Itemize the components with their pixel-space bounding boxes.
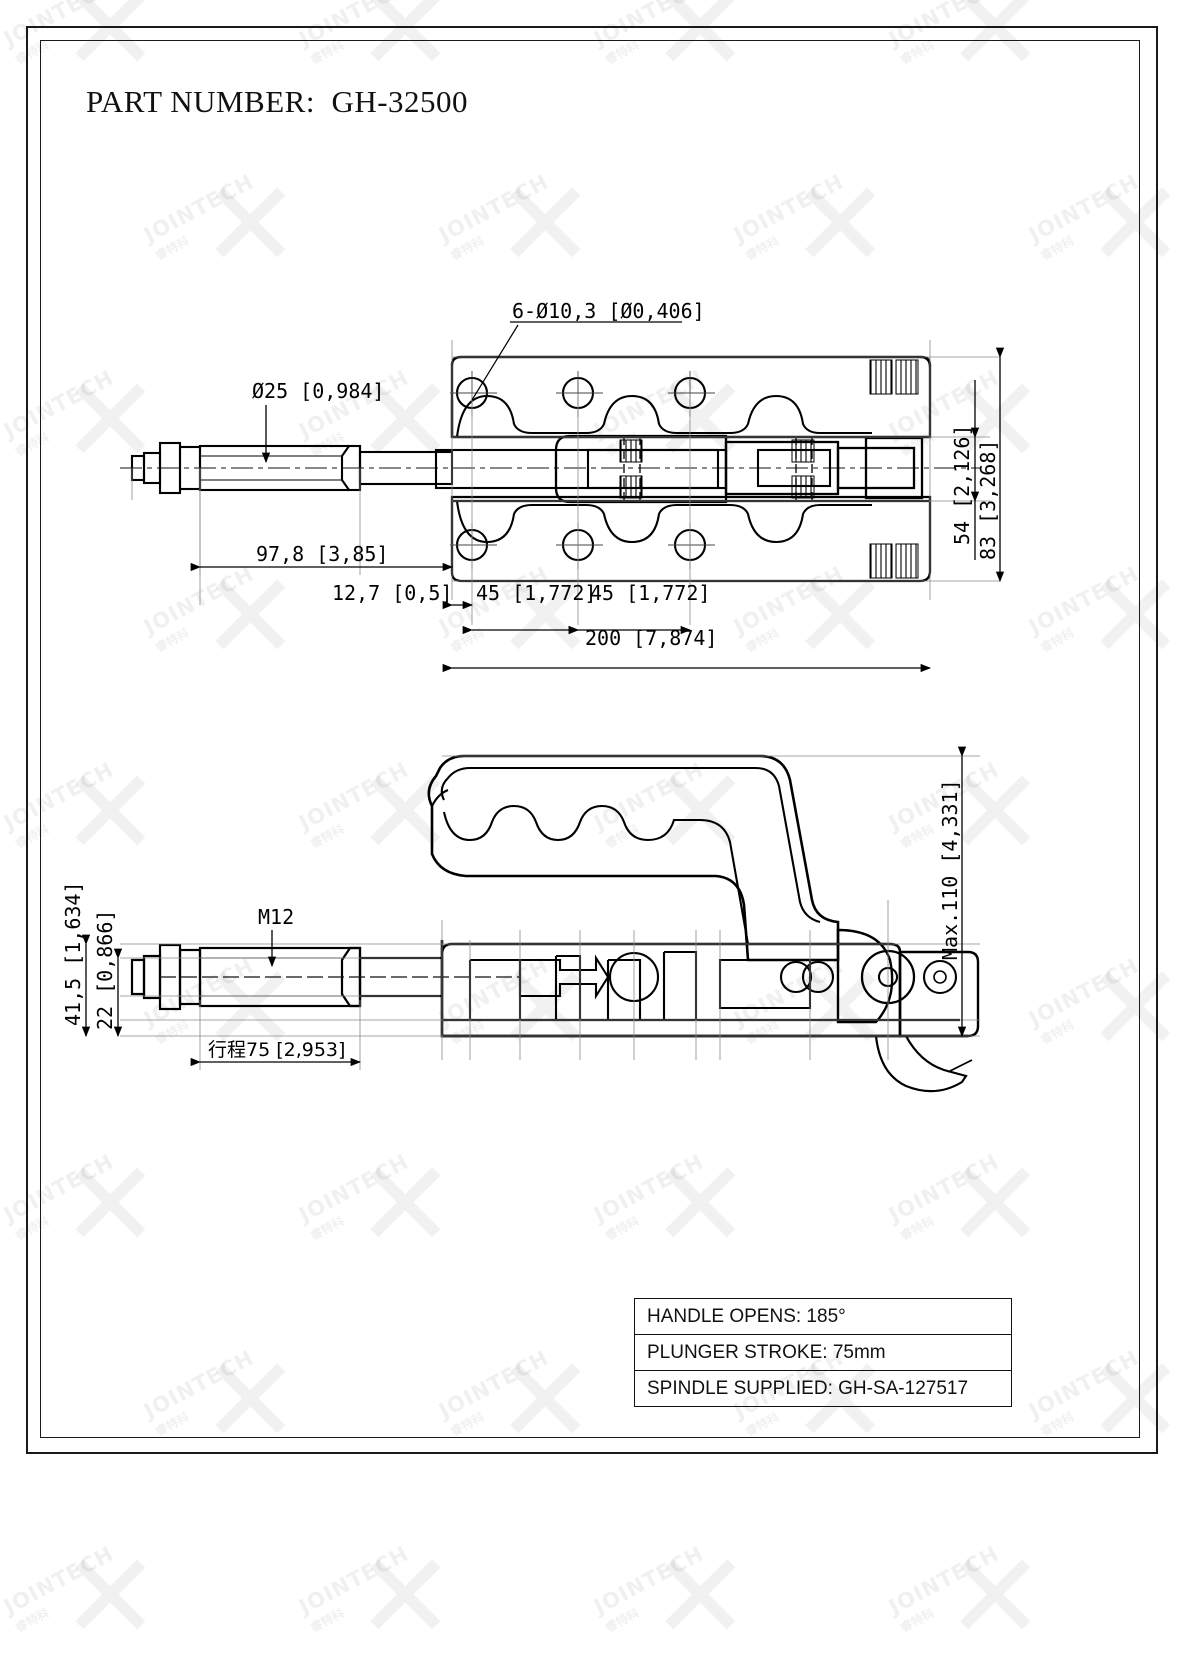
dim-plate-height: 22 [0,866] (93, 910, 117, 1030)
spec-handle-opens: HANDLE OPENS: 185° (647, 1305, 846, 1327)
plan-view-geometry (120, 340, 1000, 625)
dimension-text-layer: 6-Ø10,3 [Ø0,406] Ø25 [0,984] 97,8 [3,85]… (61, 299, 1000, 1061)
dim-overall-width: 83 [3,268] (976, 440, 1000, 560)
side-view-dimension-lines (81, 746, 967, 1067)
specification-table: HANDLE OPENS: 185° PLUNGER STROKE: 75mm … (634, 1298, 1012, 1407)
dim-hole-pitch-1: 45 [1,772] (476, 581, 596, 605)
dim-base-height: 41,5 [1,634] (61, 882, 85, 1027)
dim-thread-size: M12 (258, 905, 294, 929)
dim-overall-length: 200 [7,874] (585, 626, 717, 650)
side-view-geometry (120, 754, 980, 1093)
drawing-frame-inner (40, 40, 1140, 1438)
dim-flange-offset: 12,7 [0,5] (332, 581, 452, 605)
dim-stroke: 行程75 [2,953] (208, 1039, 345, 1061)
dim-spindle-length: 97,8 [3,85] (256, 542, 388, 566)
spec-row: PLUNGER STROKE: 75mm (635, 1335, 1011, 1371)
dim-hole-callout: 6-Ø10,3 [Ø0,406] (512, 299, 705, 323)
page-title: PART NUMBER: GH-32500 (86, 84, 469, 119)
dim-hole-pitch-2: 45 [1,772] (590, 581, 710, 605)
dim-base-width: 54 [2,126] (950, 425, 974, 545)
spec-row: HANDLE OPENS: 185° (635, 1299, 1011, 1335)
spec-spindle-supplied: SPINDLE SUPPLIED: GH-SA-127517 (647, 1377, 969, 1399)
plan-view-dimension-lines (190, 321, 1005, 673)
spec-plunger-stroke: PLUNGER STROKE: 75mm (647, 1341, 886, 1363)
drawing-frame-outer (26, 26, 1158, 1454)
spec-row: SPINDLE SUPPLIED: GH-SA-127517 (635, 1371, 1011, 1406)
dim-handle-height: Max.110 [4,331] (938, 779, 962, 960)
dim-spindle-dia: Ø25 [0,984] (252, 379, 384, 403)
